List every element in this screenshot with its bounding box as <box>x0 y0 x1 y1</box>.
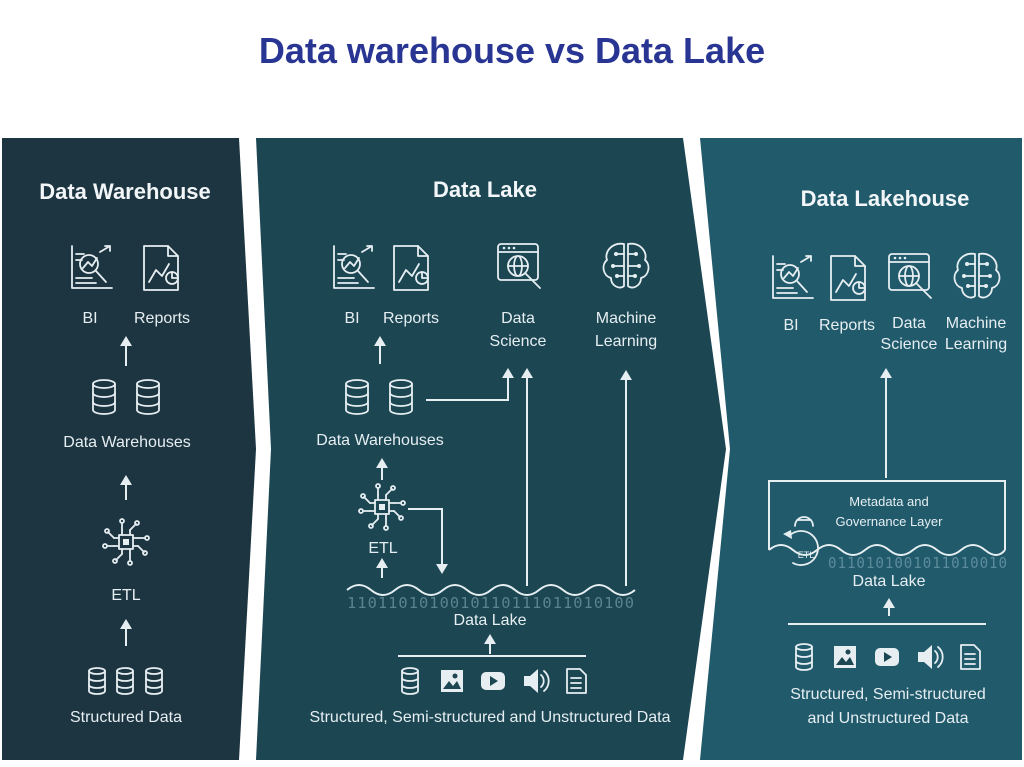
warehouse-heading: Data Warehouse <box>39 179 211 204</box>
image-icon <box>834 646 856 668</box>
lakehouse-source-label-2: and Unstructured Data <box>808 710 969 727</box>
arrow-up-icon <box>484 634 496 654</box>
lake-source-label: Structured, Semi-structured and Unstruct… <box>309 709 670 726</box>
lakehouse-reports-label: Reports <box>819 317 875 334</box>
lake-lake-label: Data Lake <box>454 612 527 629</box>
lakehouse-source-label-1: Structured, Semi-structured <box>790 686 986 703</box>
lakehouse-bits: 0110101001011010010 <box>828 554 1008 572</box>
arrow-up-icon <box>374 336 386 364</box>
connector-arrow <box>426 368 632 586</box>
warehouse-source-label: Structured Data <box>70 709 182 726</box>
architecture-diagram: Data Warehouse BI Reports Data Warehouse… <box>2 138 1022 760</box>
warehouse-store-label: Data Warehouses <box>63 434 190 451</box>
arrow-up-icon <box>376 458 388 480</box>
lake-ml-label-1: Machine <box>596 310 657 327</box>
lakehouse-ml-label-2: Learning <box>945 336 1007 353</box>
image-icon <box>441 670 463 692</box>
lake-wave <box>346 584 636 596</box>
warehouse-reports-label: Reports <box>134 310 190 327</box>
lake-bits: 1101101010010110111011010100 <box>347 594 635 612</box>
metadata-layer-box <box>768 480 1006 550</box>
lake-ml-label-2: Learning <box>595 333 657 350</box>
warehouse-etl-label: ETL <box>111 587 140 604</box>
lakehouse-meta-label-1: Metadata and <box>849 494 929 509</box>
lakehouse-meta-label-2: Governance Layer <box>836 514 944 529</box>
lake-panel <box>256 138 726 760</box>
lakehouse-wave <box>768 544 1006 556</box>
video-icon <box>481 672 505 690</box>
arrow-up-icon <box>120 336 132 366</box>
lake-heading: Data Lake <box>433 177 537 202</box>
lakehouse-ml-label-1: Machine <box>946 315 1007 332</box>
lake-etl-label: ETL <box>368 540 397 557</box>
arrow-up-icon <box>883 598 895 616</box>
etl-cycle-icon <box>783 516 819 566</box>
lake-store-label: Data Warehouses <box>316 432 443 449</box>
lakehouse-ds-label-1: Data <box>892 315 926 332</box>
slide-title: Data warehouse vs Data Lake <box>258 30 766 71</box>
connector-arrow <box>408 508 448 574</box>
lakehouse-bi-label: BI <box>783 317 798 334</box>
arrow-up-icon <box>120 475 132 500</box>
lakehouse-lake-label: Data Lake <box>853 573 926 590</box>
lakehouse-heading: Data Lakehouse <box>801 186 970 211</box>
lakehouse-panel <box>700 138 1022 760</box>
arrow-up-icon <box>376 558 388 578</box>
lake-bi-label: BI <box>344 310 359 327</box>
lake-reports-label: Reports <box>383 310 439 327</box>
arrow-up-icon <box>880 368 892 478</box>
arrow-up-icon <box>120 619 132 646</box>
lakehouse-ds-label-2: Science <box>881 336 938 353</box>
lakehouse-etl-label: ETL <box>798 550 815 560</box>
warehouse-panel <box>2 138 256 760</box>
video-icon <box>875 648 899 666</box>
lake-ds-label-1: Data <box>501 310 535 327</box>
warehouse-bi-label: BI <box>82 310 97 327</box>
lake-ds-label-2: Science <box>490 333 547 350</box>
